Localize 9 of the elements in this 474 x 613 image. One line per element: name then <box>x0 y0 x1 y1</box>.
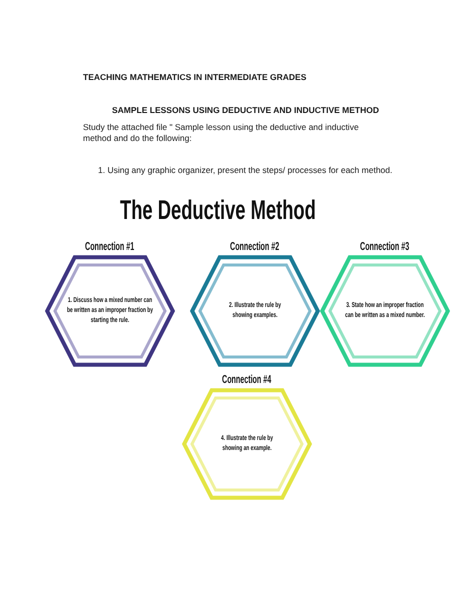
connection-heading: Connection #1 <box>85 241 135 253</box>
section-heading: SAMPLE LESSONS USING DEDUCTIVE AND INDUCTIVE METHOD <box>112 105 380 116</box>
connection-heading: Connection #3 <box>360 241 410 253</box>
task-text: 1. Using any graphic organizer, present the steps/ processes for each method. <box>98 164 394 175</box>
instruction-text: Study the attached file " Sample lesson using the deductive and inductive method and do the following: <box>83 122 360 143</box>
connection-heading: Connection #2 <box>230 241 280 253</box>
connection-heading: Connection #4 <box>222 374 272 386</box>
page-title: The Deductive Method <box>120 195 316 225</box>
header-text: TEACHING MATHEMATICS IN INTERMEDIATE GRADES <box>83 72 308 82</box>
